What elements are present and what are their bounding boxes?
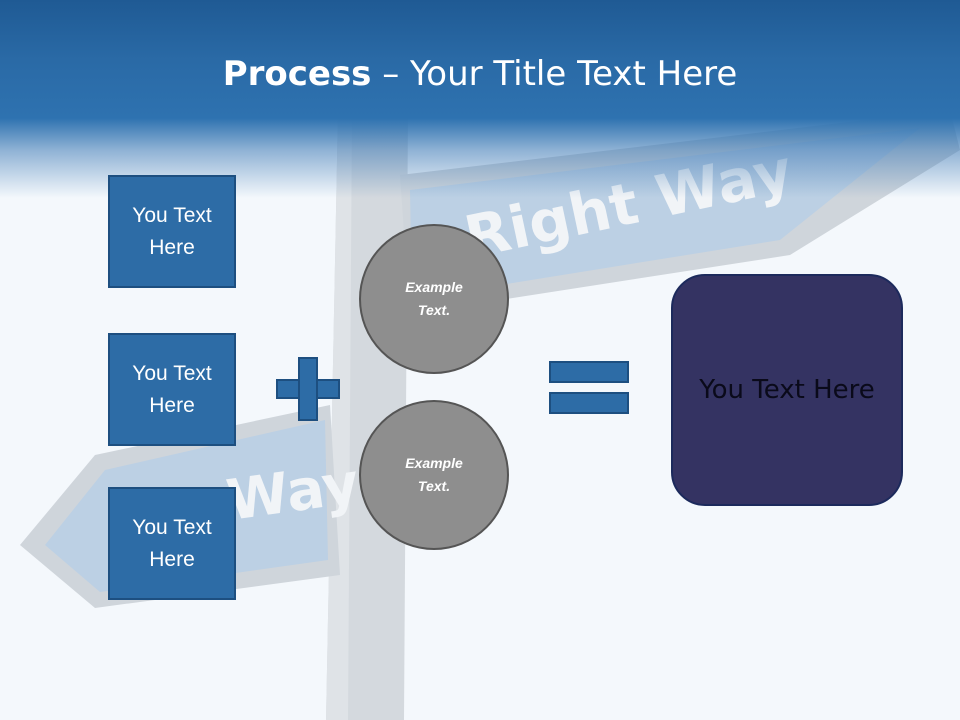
plus-icon: [276, 357, 340, 421]
page-title: Process – Your Title Text Here: [0, 52, 960, 96]
text-box-1: You Text Here: [108, 175, 236, 288]
text-box-2: You Text Here: [108, 333, 236, 446]
result-box-label: You Text Here: [699, 375, 875, 405]
text-box-label: You Text Here: [132, 361, 212, 417]
result-box: You Text Here: [671, 274, 903, 506]
text-box-label: You Text Here: [132, 515, 212, 571]
circle-1: Example Text.: [359, 224, 509, 374]
title-bold: Process: [222, 54, 372, 94]
text-box-label: You Text Here: [132, 203, 212, 259]
equals-icon: [549, 361, 629, 415]
circle-label: Example Text.: [405, 279, 463, 318]
circle-label: Example Text.: [405, 455, 463, 494]
circle-2: Example Text.: [359, 400, 509, 550]
header-band: [0, 0, 960, 200]
text-box-3: You Text Here: [108, 487, 236, 600]
title-rest: – Your Title Text Here: [371, 54, 738, 94]
